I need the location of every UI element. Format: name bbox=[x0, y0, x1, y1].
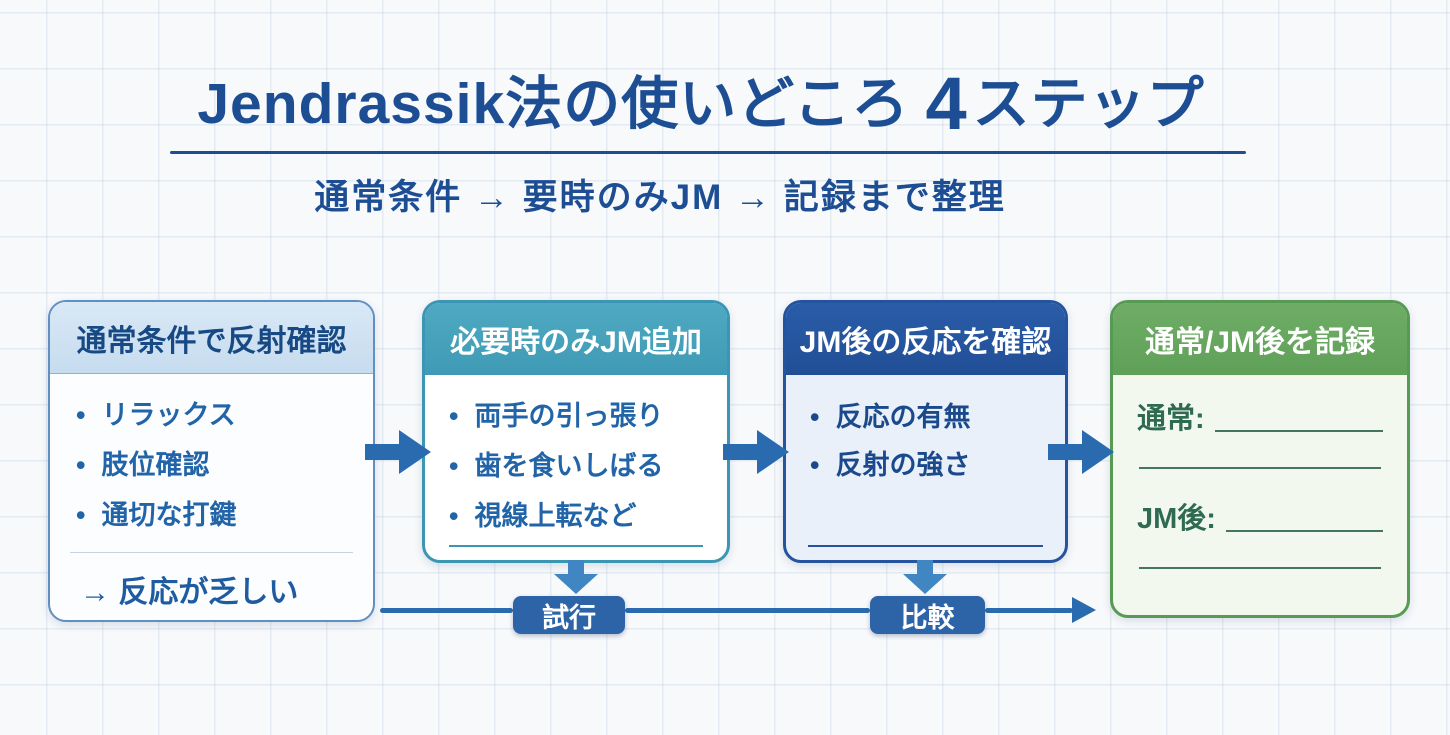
step-card-normal-reflex-check: 通常条件で反射確認 リラックス 肢位確認 通切な打鍵 → 反応が乏しい bbox=[48, 300, 375, 622]
step3-bullet-list: 反応の有無 反射の強さ bbox=[786, 375, 1065, 489]
bullet-item: 反応の有無 bbox=[810, 393, 1065, 441]
blank-line bbox=[1139, 467, 1381, 469]
bullet-item: 視線上転など bbox=[449, 491, 727, 541]
blank-line bbox=[1214, 430, 1383, 432]
bullet-item: 歯を食いしばる bbox=[449, 441, 727, 491]
arrow-right-icon bbox=[1048, 430, 1114, 474]
flow-line bbox=[380, 608, 513, 613]
blank-line bbox=[1139, 567, 1381, 569]
bullet-item: リラックス bbox=[76, 390, 373, 440]
flow-line bbox=[985, 608, 1073, 613]
divider bbox=[808, 545, 1043, 547]
step2-bullet-list: 両手の引っ張り 歯を食いしばる 視線上転など bbox=[425, 375, 727, 541]
step-card-jm-when-needed: 必要時のみJM追加 両手の引っ張り 歯を食いしばる 視線上転など bbox=[422, 300, 730, 563]
arrow-down-icon bbox=[903, 560, 947, 594]
record-row-normal: 通常: bbox=[1137, 395, 1383, 437]
step4-record-body: 通常: JM後: bbox=[1113, 375, 1407, 569]
record-label-normal: 通常: bbox=[1137, 403, 1205, 435]
bullet-item: 通切な打鍵 bbox=[76, 490, 373, 540]
compare-badge: 比較 bbox=[870, 596, 985, 634]
arrow-right-icon bbox=[365, 430, 431, 474]
step1-note-poor-response: → 反応が乏しい bbox=[80, 576, 299, 609]
step4-header: 通常/JM後を記録 bbox=[1113, 303, 1407, 375]
trial-badge: 試行 bbox=[513, 596, 625, 634]
step-card-record-results: 通常/JM後を記録 通常: JM後: bbox=[1110, 300, 1410, 618]
step2-header: 必要時のみJM追加 bbox=[425, 303, 727, 375]
arrow-right-icon bbox=[723, 430, 789, 474]
subtitle: 通常条件 → 要時のみJM → 記録まで整理 bbox=[314, 178, 1006, 217]
bullet-item: 両手の引っ張り bbox=[449, 391, 727, 441]
divider bbox=[70, 552, 353, 553]
blank-line bbox=[1225, 530, 1383, 532]
flow-line bbox=[625, 608, 870, 613]
title-underline bbox=[170, 151, 1246, 154]
arrow-down-icon bbox=[554, 560, 598, 594]
bullet-item: 反射の強さ bbox=[810, 441, 1065, 489]
title-text: Jendrassik法の使いどころ bbox=[197, 72, 910, 136]
title-suffix: ステップ bbox=[972, 72, 1205, 136]
record-row-post-jm: JM後: bbox=[1137, 495, 1383, 537]
step1-bullet-list: リラックス 肢位確認 通切な打鍵 bbox=[50, 374, 373, 540]
step-card-check-post-jm-response: JM後の反応を確認 反応の有無 反射の強さ bbox=[783, 300, 1068, 563]
step3-header: JM後の反応を確認 bbox=[786, 303, 1065, 375]
title-step-count: 4 bbox=[925, 62, 967, 145]
flow-arrowhead-icon bbox=[1072, 597, 1096, 623]
divider bbox=[449, 545, 703, 547]
record-label-post-jm: JM後: bbox=[1137, 503, 1216, 535]
bullet-item: 肢位確認 bbox=[76, 440, 373, 490]
step1-header: 通常条件で反射確認 bbox=[50, 302, 373, 374]
